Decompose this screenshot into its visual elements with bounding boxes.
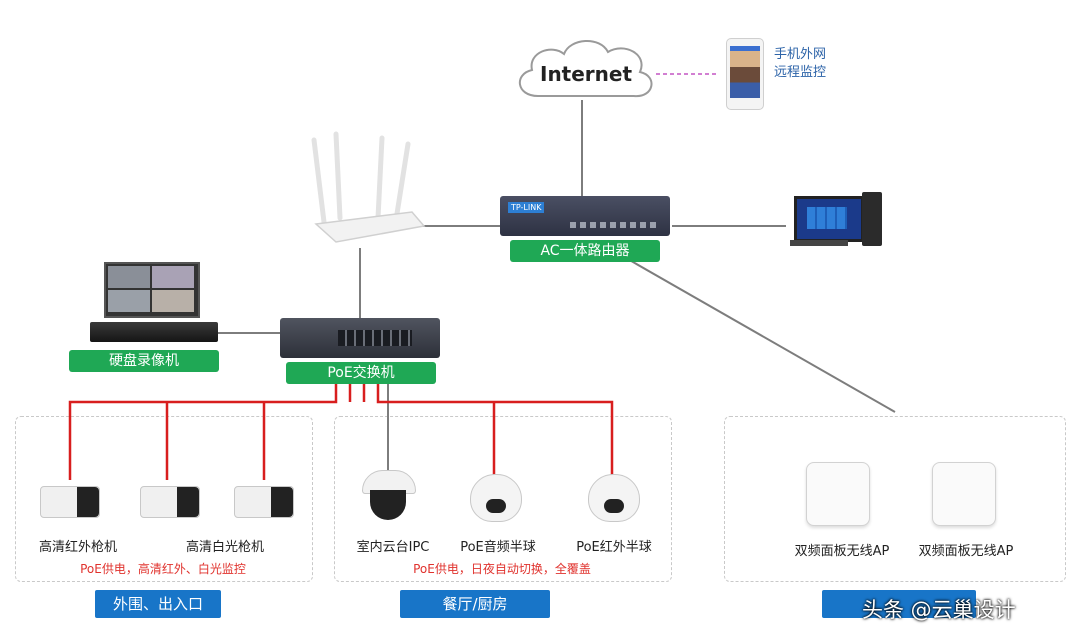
wire-router-ap xyxy=(611,249,896,413)
bullet-camera-icon xyxy=(40,486,100,518)
bullet-camera-icon xyxy=(140,486,200,518)
device-label-ptz: 室内云台IPC xyxy=(356,540,430,555)
watermark-text: 头条 @云巢设计 xyxy=(862,598,1016,622)
zone2-title: 餐厅/厨房 xyxy=(400,590,550,618)
device-label-ap1: 双频面板无线AP xyxy=(794,544,890,559)
wireless-ap-icon xyxy=(932,462,996,526)
audio-dome-camera-icon xyxy=(470,474,522,522)
tplink-logo: TP-LINK xyxy=(508,202,545,213)
zone2-note: PoE供电，日夜自动切换，全覆盖 xyxy=(413,562,591,576)
wireless-ap-icon xyxy=(806,462,870,526)
keyboard-icon xyxy=(790,240,848,246)
ac-router-icon: TP-LINK xyxy=(500,196,670,236)
monitor-wall-icon xyxy=(104,262,200,318)
poe-switch-icon xyxy=(280,318,440,358)
nvr-label: 硬盘录像机 xyxy=(69,350,219,372)
smartphone-icon xyxy=(726,38,764,110)
device-label-ir-dome: PoE红外半球 xyxy=(576,540,652,555)
zone-wireless xyxy=(724,416,1066,582)
ir-dome-camera-icon xyxy=(588,474,640,522)
device-label-ap2: 双频面板无线AP xyxy=(918,544,1014,559)
zone3-title xyxy=(822,590,976,618)
phone-label-line2: 远程监控 xyxy=(774,65,827,80)
bullet-camera-icon xyxy=(234,486,294,518)
poe-switch-label: PoE交换机 xyxy=(286,362,436,384)
zone1-title: 外围、出入口 xyxy=(95,590,221,618)
wireless-router-icon xyxy=(311,131,426,243)
phone-label-line1: 手机外网 xyxy=(774,47,827,62)
ptz-dome-camera-icon xyxy=(362,470,416,522)
desktop-monitor-icon xyxy=(794,196,864,242)
ac-router-label: AC一体路由器 xyxy=(510,240,660,262)
internet-label: Internet xyxy=(540,62,633,86)
device-label-white-bullet: 高清白光枪机 xyxy=(185,540,264,555)
phone-remote-label: 手机外网 远程监控 xyxy=(774,46,826,82)
pc-tower-icon xyxy=(862,192,882,246)
internet-cloud-icon xyxy=(519,39,653,98)
wire-poe-gun1 xyxy=(68,382,338,480)
nvr-device-icon xyxy=(90,322,218,342)
zone1-note: PoE供电，高清红外、白光监控 xyxy=(80,562,246,576)
device-label-audio-dome: PoE音频半球 xyxy=(460,540,536,555)
device-label-ir-bullet: 高清红外枪机 xyxy=(38,540,117,555)
